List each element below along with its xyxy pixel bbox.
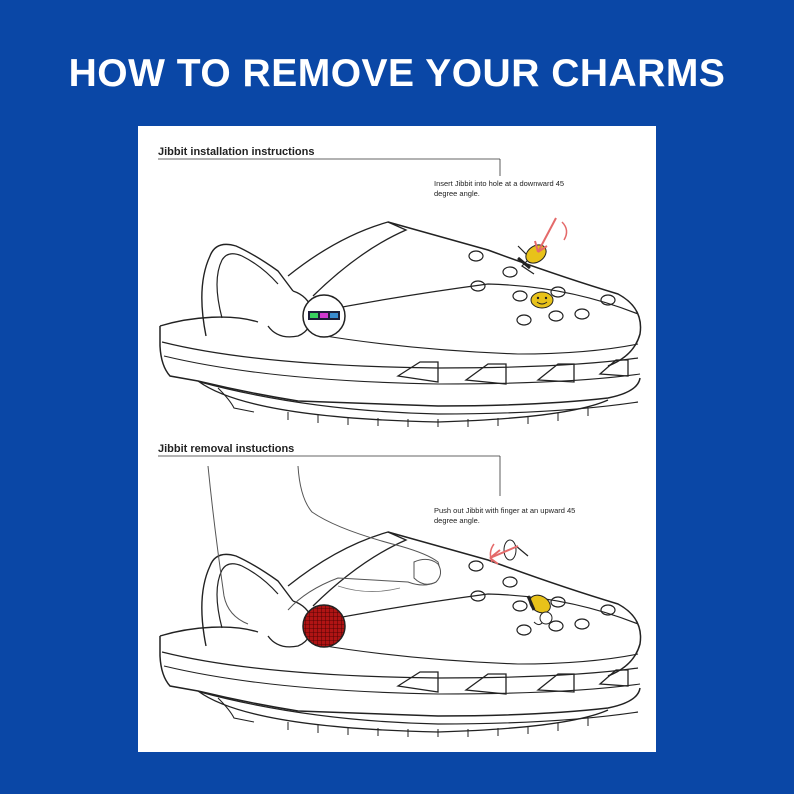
red-charm-icon	[302, 604, 346, 648]
installation-heading: Jibbit installation instructions	[158, 146, 315, 158]
arrow-down-icon	[534, 217, 568, 253]
page-title: HOW TO REMOVE YOUR CHARMS	[68, 52, 726, 95]
installation-clog-illustration	[159, 221, 642, 428]
hand-finger-icon	[207, 465, 442, 625]
removal-note: Push out Jibbit with finger at an upward…	[434, 506, 576, 525]
removal-heading: Jibbit removal instuctions	[158, 443, 295, 455]
installation-note: Insert Jibbit into hole at a downward 45…	[434, 179, 565, 198]
charm-remove-icon	[503, 539, 553, 626]
arrow-up-icon	[489, 543, 519, 565]
instruction-illustration	[158, 158, 642, 738]
instruction-panel: Jibbit installation instructions Insert …	[138, 126, 656, 752]
charm-insert-icon	[517, 244, 554, 309]
removal-clog-illustration	[159, 531, 642, 738]
